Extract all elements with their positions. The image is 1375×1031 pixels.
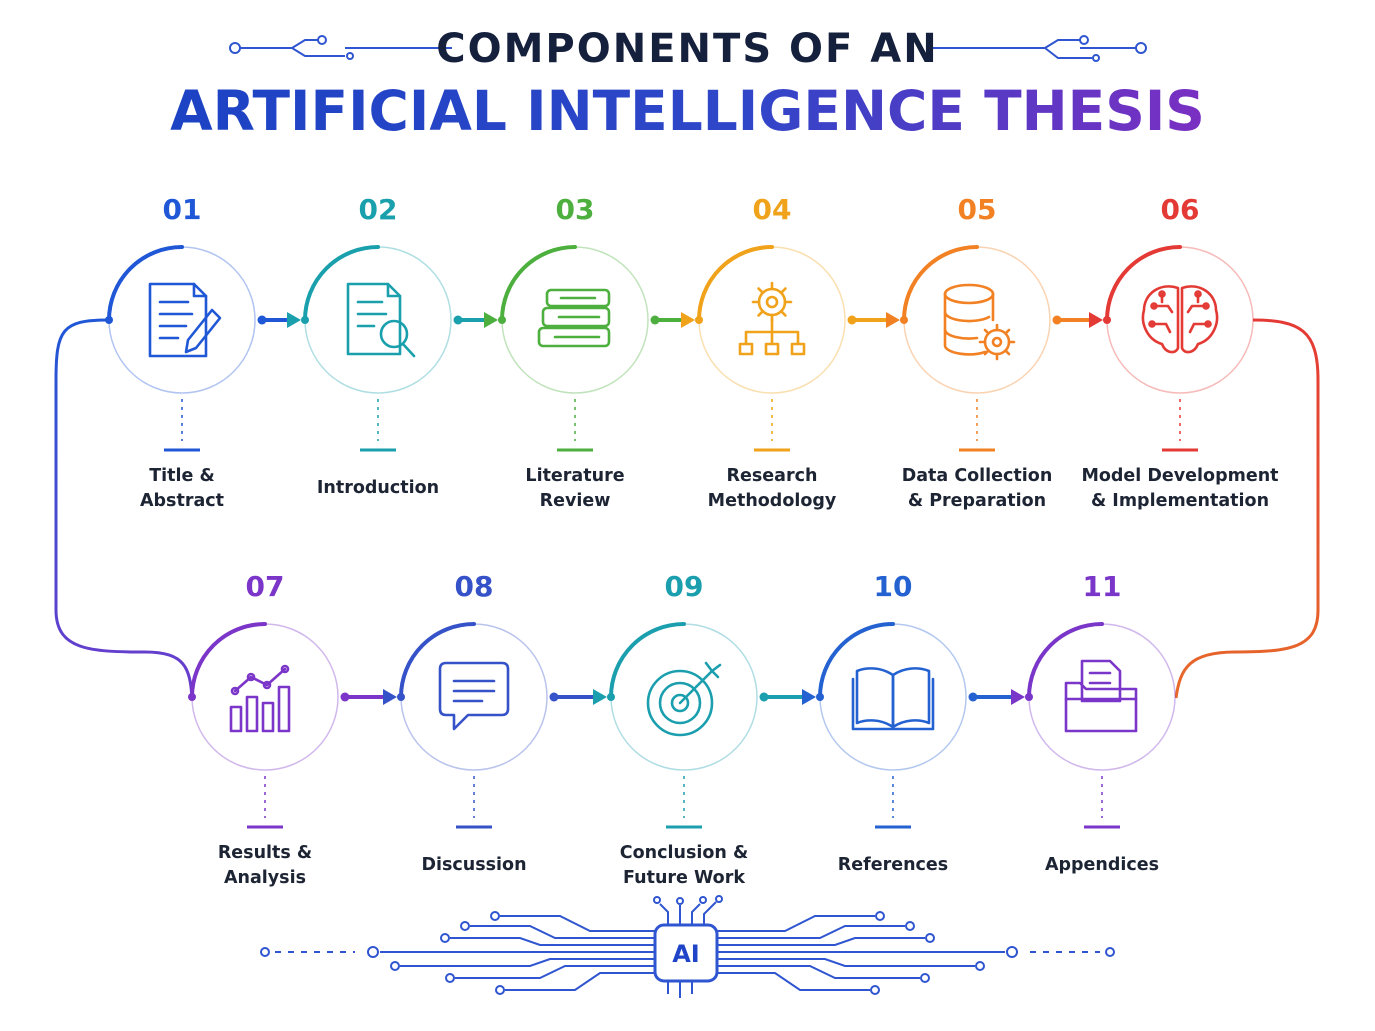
step-05 <box>900 245 1051 452</box>
document-pen-icon <box>148 282 222 358</box>
step-number-09: 09 <box>664 570 704 603</box>
step-ring-dot <box>816 693 824 701</box>
step-09 <box>607 622 758 829</box>
open-book-icon <box>851 667 935 731</box>
arrow-08-to-09 <box>549 689 607 705</box>
step-ring-dot <box>695 316 703 324</box>
chat-bubble-icon <box>438 661 510 731</box>
step-10 <box>816 622 967 829</box>
database-gear-icon <box>943 283 1016 361</box>
arrow-09-to-10 <box>759 689 816 705</box>
target-arrow-icon <box>646 661 722 737</box>
step-number-11: 11 <box>1082 570 1122 603</box>
step-11 <box>1025 622 1176 829</box>
connector-right <box>1174 318 1320 699</box>
step-ring-dot <box>1025 693 1033 701</box>
step-03 <box>498 245 649 452</box>
step-number-03: 03 <box>555 193 595 226</box>
step-label-02: Introduction <box>316 478 440 498</box>
step-ring-accent <box>1105 245 1182 322</box>
step-01 <box>105 245 256 452</box>
step-02 <box>301 245 452 452</box>
step-label-11: Appendices <box>1044 855 1160 875</box>
step-ring-accent <box>107 245 184 322</box>
step-ring-accent <box>500 245 577 322</box>
step-number-02: 02 <box>358 193 398 226</box>
connector-left <box>54 318 194 699</box>
arrow-03-to-04 <box>650 312 695 328</box>
step-number-07: 07 <box>245 570 285 603</box>
step-number-01: 01 <box>162 193 202 226</box>
step-06 <box>1103 245 1254 452</box>
step-number-04: 04 <box>752 193 792 226</box>
title-top: COMPONENTS OF AN <box>436 26 939 72</box>
step-04 <box>695 245 846 452</box>
title-main: ARTIFICIAL INTELLIGENCE THESIS <box>0 78 1375 144</box>
step-ring-dot <box>105 316 113 324</box>
title-circuit-decoration <box>229 35 1147 62</box>
step-label-05: Data Collection & Preparation <box>901 466 1053 511</box>
step-label-06: Model Development & Implementation <box>1081 466 1279 511</box>
gear-hierarchy-icon <box>738 281 806 356</box>
step-number-08: 08 <box>454 570 494 603</box>
step-ring-accent <box>902 245 979 322</box>
step-ring-dot <box>498 316 506 324</box>
step-label-04: Research Methodology <box>707 466 837 511</box>
step-ring-accent <box>190 622 267 699</box>
step-ring-dot <box>1103 316 1111 324</box>
step-ring-accent <box>399 622 476 699</box>
step-label-07: Results & Analysis <box>217 843 313 888</box>
ai-chip-icon <box>653 923 719 983</box>
arrow-02-to-03 <box>453 312 498 328</box>
step-ring-dot <box>397 693 405 701</box>
step-ring-accent <box>697 245 774 322</box>
step-number-06: 06 <box>1160 193 1200 226</box>
brain-circuit-icon <box>1141 285 1219 354</box>
folder-files-icon <box>1064 659 1138 733</box>
step-label-08: Discussion <box>421 855 527 875</box>
step-ring-accent <box>1027 622 1104 699</box>
step-label-01: Title & Abstract <box>139 466 225 511</box>
document-magnifier-icon <box>346 282 416 358</box>
ai-chip-circuit <box>260 895 1115 998</box>
arrow-05-to-06 <box>1052 312 1103 328</box>
step-07 <box>188 622 339 829</box>
arrow-01-to-02 <box>257 312 301 328</box>
step-label-09: Conclusion & Future Work <box>619 843 749 888</box>
title-main-text: ARTIFICIAL INTELLIGENCE THESIS <box>170 79 1205 143</box>
arrow-04-to-05 <box>847 312 900 328</box>
step-ring-dot <box>188 693 196 701</box>
bar-chart-trend-icon <box>229 664 291 733</box>
step-ring-accent <box>818 622 895 699</box>
step-08 <box>397 622 548 829</box>
step-label-03: Literature Review <box>525 466 625 511</box>
ai-chip-label: AI <box>672 940 700 968</box>
step-label-10: References <box>837 855 949 875</box>
step-number-05: 05 <box>957 193 997 226</box>
step-ring-dot <box>900 316 908 324</box>
books-stack-icon <box>537 288 611 348</box>
step-ring-dot <box>607 693 615 701</box>
arrow-10-to-11 <box>968 689 1025 705</box>
arrow-07-to-08 <box>340 689 397 705</box>
step-ring-dot <box>301 316 309 324</box>
step-ring-accent <box>303 245 380 322</box>
step-ring-accent <box>609 622 686 699</box>
step-number-10: 10 <box>873 570 913 603</box>
